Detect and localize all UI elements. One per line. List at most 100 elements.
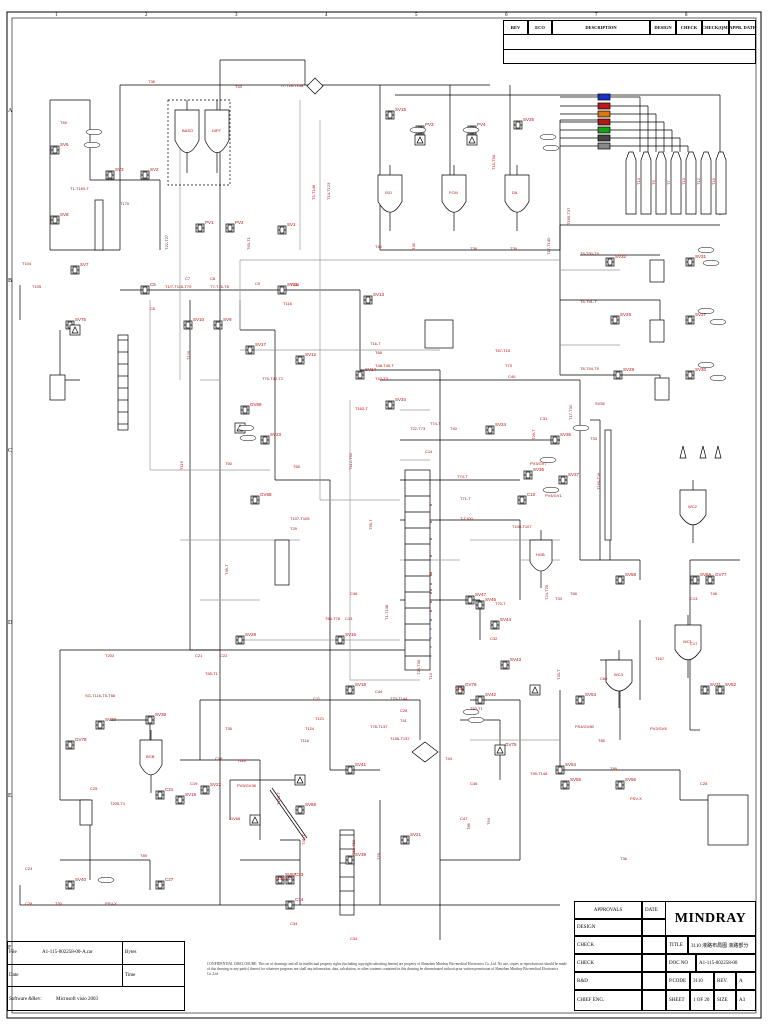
svg-text:T38: T38 (470, 246, 478, 251)
svg-text:T74-T: T74-T (457, 474, 468, 479)
pump-icon (294, 774, 306, 786)
svg-text:SV34: SV34 (395, 397, 407, 402)
reagent-bottle-icon (625, 151, 637, 215)
svg-text:T116: T116 (179, 460, 184, 470)
svg-text:T116: T116 (237, 758, 247, 763)
svg-text:T70-T144: T70-T144 (390, 696, 408, 701)
reaction-chamber-icon (441, 165, 467, 231)
svg-text:T70-T: T70-T (495, 601, 506, 606)
svg-text:C8: C8 (210, 276, 216, 281)
svg-text:SV43: SV43 (510, 657, 522, 662)
svg-text:SV58: SV58 (625, 572, 637, 577)
svg-text:SV54: SV54 (565, 762, 577, 767)
revision-header-2: DESCRIPTION (552, 20, 650, 35)
title-row-date-1 (642, 936, 666, 954)
valve-icon (213, 320, 223, 330)
valve-icon (560, 780, 570, 790)
time-label: Time (122, 964, 185, 987)
rev-value: A (736, 972, 756, 990)
svg-text:T104: T104 (22, 261, 32, 266)
file-block (7, 941, 185, 1011)
title-row-0: DESIGN (574, 919, 642, 936)
valve-icon (613, 370, 623, 380)
valve-icon (245, 345, 255, 355)
valve-icon (50, 215, 60, 225)
valve-icon (335, 635, 345, 645)
pcode-value: 3110 (690, 972, 714, 990)
svg-text:SV39: SV39 (355, 852, 367, 857)
valve-icon (385, 400, 395, 410)
svg-text:SV32: SV32 (615, 254, 627, 259)
svg-text:SV18: SV18 (355, 682, 367, 687)
svg-text:T121: T121 (315, 716, 325, 721)
valve-icon (250, 495, 260, 505)
svg-text:T9: T9 (651, 180, 656, 185)
valve-icon (715, 685, 725, 695)
svg-text:SV20: SV20 (105, 717, 117, 722)
svg-text:SV23: SV23 (270, 432, 282, 437)
svg-text:T5-T146: T5-T146 (311, 184, 316, 200)
valve-icon (455, 685, 465, 695)
revision-row-1 (503, 49, 756, 64)
svg-text:PSV-X: PSV-X (630, 796, 642, 801)
valve-icon (277, 225, 287, 235)
svg-text:T63-T1: T63-T1 (246, 236, 251, 250)
grid-col-7: 7 (595, 13, 598, 18)
svg-text:C13: C13 (345, 616, 353, 621)
svg-text:T30: T30 (55, 901, 63, 906)
svg-text:C47: C47 (460, 816, 468, 821)
svg-text:T203: T203 (105, 653, 115, 658)
valve-icon (610, 315, 620, 325)
valve-icon (550, 435, 560, 445)
grid-col-1: 1 (55, 13, 58, 18)
valve-icon (155, 790, 165, 800)
svg-text:SV52: SV52 (725, 682, 737, 687)
svg-text:C34: C34 (290, 921, 298, 926)
svg-text:T116: T116 (283, 301, 293, 306)
bytes-label: Bytes (122, 941, 185, 964)
svg-text:T85: T85 (466, 822, 471, 830)
svg-text:SV56: SV56 (625, 777, 637, 782)
svg-text:T22-T73: T22-T73 (410, 426, 426, 431)
valve-icon (575, 695, 585, 705)
svg-text:PV1: PV1 (205, 220, 214, 225)
valve-icon (465, 595, 475, 605)
company-logo: MINDRAY (666, 901, 756, 936)
valve-icon (385, 110, 395, 120)
svg-text:C46: C46 (470, 781, 478, 786)
grid-row-B-left: B (8, 278, 13, 284)
sheet-label: SHEET (666, 990, 690, 1011)
svg-text:PV4/GV1: PV4/GV1 (545, 493, 562, 498)
svg-text:PV5/GV38: PV5/GV38 (237, 783, 257, 788)
svg-text:T7: T7 (666, 180, 671, 185)
svg-text:T29: T29 (290, 526, 298, 531)
valve-icon (523, 470, 533, 480)
svg-text:C46: C46 (350, 591, 358, 596)
valve-icon (685, 315, 695, 325)
valve-icon (140, 285, 150, 295)
reaction-chamber-icon (174, 100, 200, 173)
approvals-label: APPROVALS (574, 901, 642, 919)
svg-text:T56-T: T56-T (368, 519, 373, 530)
svg-text:T43: T43 (235, 84, 243, 89)
svg-text:T16-T: T16-T (370, 341, 381, 346)
svg-text:GV76: GV76 (465, 682, 477, 687)
svg-text:SV38: SV38 (155, 712, 167, 717)
valve-icon (225, 223, 235, 233)
svg-text:T65-T1: T65-T1 (205, 671, 219, 676)
svg-text:SV9: SV9 (223, 317, 232, 322)
valve-icon (155, 880, 165, 890)
valve-icon (705, 575, 715, 585)
grid-col-8: 8 (685, 13, 688, 18)
valve-icon (345, 855, 355, 865)
svg-text:SV6: SV6 (60, 142, 69, 147)
svg-text:T17-T32: T17-T32 (568, 404, 573, 420)
svg-text:T44: T44 (445, 756, 453, 761)
valve-icon (195, 223, 205, 233)
svg-text:T49-T: T49-T (224, 564, 229, 575)
valve-icon (65, 740, 75, 750)
revision-header-4: CHECK (676, 20, 702, 35)
reagent-bottle-icon (700, 151, 712, 215)
valve-icon (400, 835, 410, 845)
